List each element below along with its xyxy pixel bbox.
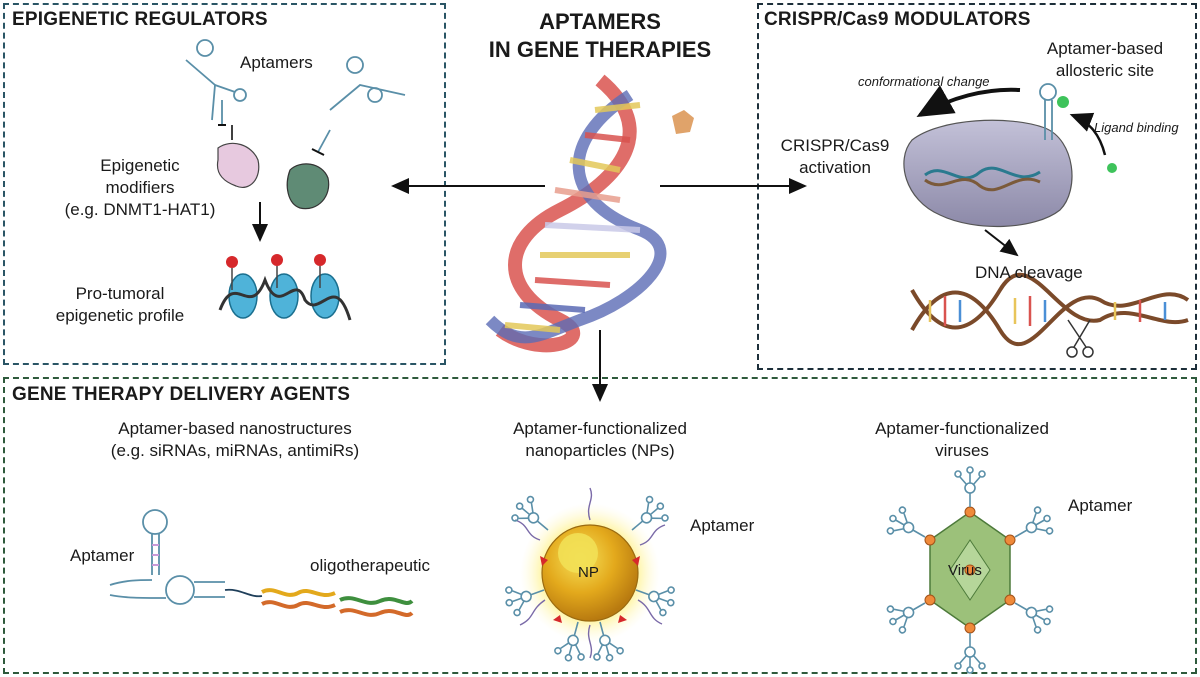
nanoparticle — [500, 487, 680, 666]
epi-aptamer-right — [311, 56, 406, 156]
virus-aptamer-label: Aptamer — [1068, 496, 1133, 515]
np-line1: Aptamer-functionalized — [513, 419, 687, 438]
main-title-line2: IN GENE THERAPIES — [488, 37, 712, 62]
nanostructure-aptamer — [109, 509, 263, 605]
epigenetic-modifiers-label: Epigenetic modifiers (e.g. DNMT1-HAT1) — [40, 155, 240, 221]
crispr-activation-label: CRISPR/Cas9 activation — [770, 135, 900, 179]
epigenetic-modifier-green — [286, 163, 330, 210]
virus — [882, 466, 1058, 674]
allosteric-site-label: Aptamer-based allosteric site — [1030, 38, 1180, 82]
allosteric-aptamer — [1039, 83, 1057, 140]
modifiers-line2: modifiers — [105, 178, 175, 197]
epigenetic-heading: EPIGENETIC REGULATORS — [12, 9, 268, 30]
modifiers-line3: (e.g. DNMT1-HAT1) — [64, 200, 216, 219]
virus-line1: Aptamer-functionalized — [875, 419, 1049, 438]
cas9-protein — [903, 119, 1073, 228]
activation-line2: activation — [799, 158, 871, 177]
epigenetic-modifier-pink — [216, 142, 260, 188]
delivery-heading: GENE THERAPY DELIVERY AGENTS — [12, 384, 351, 405]
nano-line1: Aptamer-based nanostructures — [118, 419, 352, 438]
modifiers-line1: Epigenetic — [100, 156, 180, 175]
ligand-free — [1107, 163, 1117, 173]
oligotherapeutic-strands — [261, 588, 414, 617]
profile-line2: epigenetic profile — [55, 306, 185, 325]
nano-line2: (e.g. siRNAs, miRNAs, antimiRs) — [110, 441, 360, 460]
activation-line1: CRISPR/Cas9 — [780, 136, 890, 155]
central-helix — [485, 74, 694, 353]
virus-line2: viruses — [935, 441, 989, 460]
oligotherapeutic-label: oligotherapeutic — [310, 556, 431, 575]
main-title-line1: APTAMERS — [539, 9, 661, 34]
profile-line1: Pro-tumoral — [75, 284, 165, 303]
conformational-change-label: conformational change — [858, 74, 990, 89]
nanostructures-label: Aptamer-based nanostructures (e.g. siRNA… — [75, 418, 395, 462]
scissors-icon — [1066, 319, 1094, 358]
np-aptamer-label: Aptamer — [690, 516, 755, 535]
epi-aptamer-left — [185, 39, 247, 126]
nucleosome-chain — [218, 254, 352, 321]
nanostructure-aptamer-label: Aptamer — [70, 546, 135, 565]
allosteric-line2: allosteric site — [1055, 61, 1155, 80]
dna-cleavage-helix — [910, 272, 1190, 358]
crispr-heading: CRISPR/Cas9 MODULATORS — [764, 9, 1031, 30]
np-line2: nanoparticles (NPs) — [525, 441, 675, 460]
ligand-binding-label: Ligand binding — [1094, 120, 1179, 135]
dna-cleavage-label: DNA cleavage — [975, 263, 1083, 282]
epigenetic-regulators-panel — [3, 3, 446, 365]
np-core-label: NP — [578, 564, 599, 581]
nanoparticles-label: Aptamer-functionalized nanoparticles (NP… — [480, 418, 720, 462]
aptamers-label: Aptamers — [240, 53, 313, 72]
ligand-bound — [1057, 96, 1069, 108]
allosteric-line1: Aptamer-based — [1046, 39, 1164, 58]
viruses-label: Aptamer-functionalized viruses — [842, 418, 1082, 462]
pro-tumoral-label: Pro-tumoral epigenetic profile — [40, 283, 200, 327]
virus-core-label: Virus — [948, 562, 982, 579]
main-title: APTAMERS IN GENE THERAPIES — [455, 8, 745, 64]
